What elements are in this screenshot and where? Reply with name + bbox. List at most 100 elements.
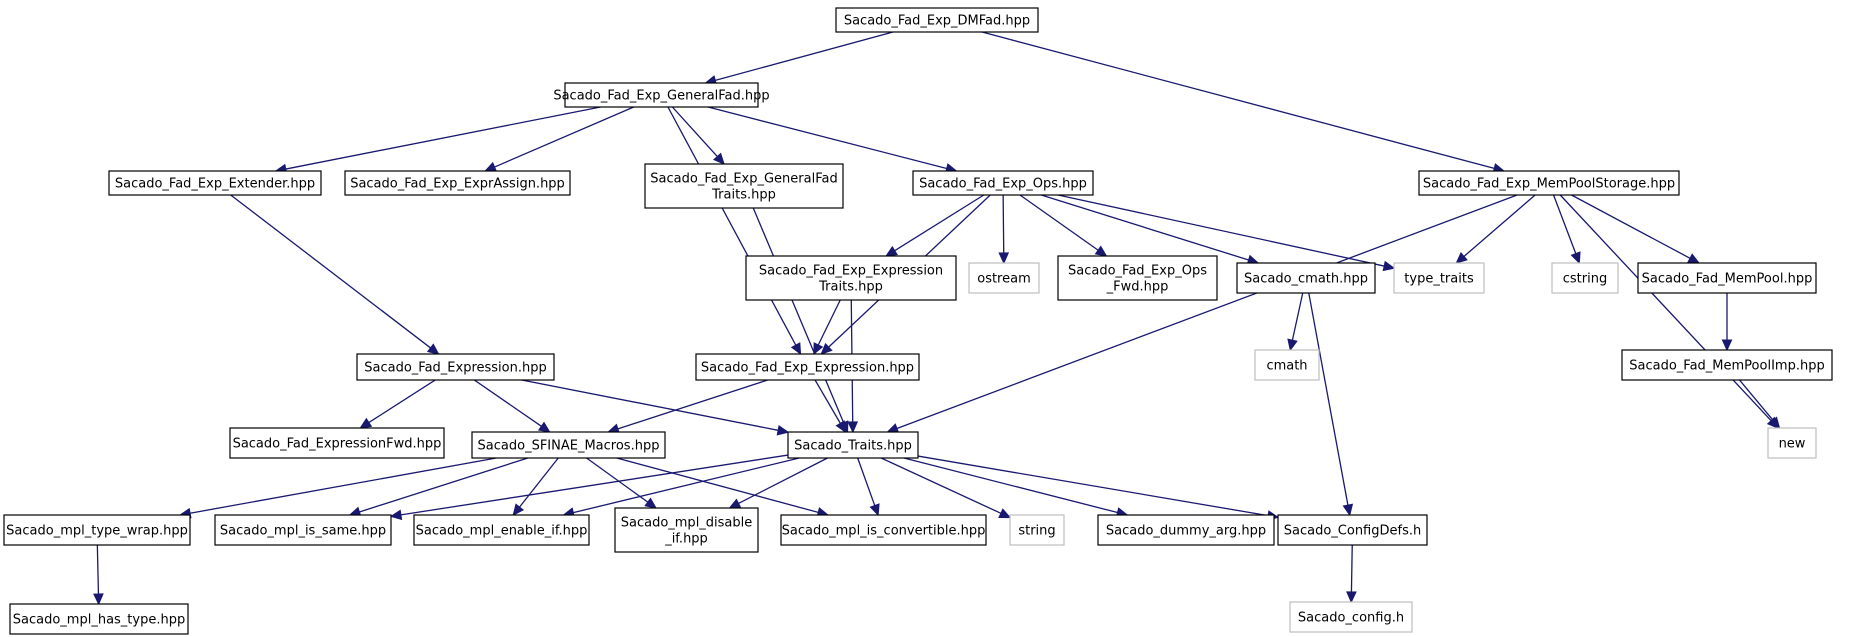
edge-mempoolstorage-to-new <box>1559 194 1772 422</box>
node-expexpression[interactable]: Sacado_Fad_Exp_Expression.hpp <box>695 353 920 381</box>
edge-generalfad-to-exprassign <box>494 106 634 168</box>
node-hastype[interactable]: Sacado_mpl_has_type.hpp <box>9 603 189 635</box>
node-issame[interactable]: Sacado_mpl_is_same.hpp <box>214 514 392 546</box>
node-label: Sacado_Traits.hpp <box>794 439 912 454</box>
node-box <box>471 431 666 459</box>
edge-arrowhead <box>359 417 373 429</box>
edge-ops-to-opsfwd <box>1019 194 1099 251</box>
node-label: type_traits <box>1404 272 1474 287</box>
node-sfinae[interactable]: Sacado_SFINAE_Macros.hpp <box>471 431 666 459</box>
node-generalfad[interactable]: Sacado_Fad_Exp_GeneralFad.hpp <box>553 82 770 108</box>
edge-generalfad-to-expexpression <box>667 106 797 346</box>
edge-arrowhead <box>869 503 880 517</box>
node-ops[interactable]: Sacado_Fad_Exp_Ops.hpp <box>912 170 1094 196</box>
node-box <box>1393 262 1485 294</box>
node-string: string <box>1009 514 1065 546</box>
node-isconvertible[interactable]: Sacado_mpl_is_convertible.hpp <box>780 514 987 546</box>
edge-arrowhead <box>1094 245 1108 257</box>
edge-traits-to-isconvertible <box>857 457 876 506</box>
node-new: new <box>1767 427 1817 459</box>
node-label: string <box>1018 524 1055 539</box>
edge-sfinae-to-typewrap <box>189 457 497 514</box>
node-disableif[interactable]: Sacado_mpl_disable_if.hpp <box>614 507 759 553</box>
node-box <box>695 353 920 381</box>
edge-expexpression-to-traits <box>814 379 841 424</box>
node-label: Sacado_mpl_is_same.hpp <box>220 524 386 539</box>
node-label: Sacado_Fad_Exp_GeneralFad.hpp <box>553 89 769 104</box>
edge-cmath_s-to-configdefs <box>1308 292 1349 506</box>
node-box <box>1767 427 1817 459</box>
node-label: Sacado_SFINAE_Macros.hpp <box>478 439 660 454</box>
node-box <box>356 353 555 381</box>
edge-mempoolstorage-to-traits <box>896 194 1518 430</box>
edge-sfinae-to-enableif <box>519 457 559 508</box>
node-traits[interactable]: Sacado_Traits.hpp <box>787 431 919 459</box>
node-exprfwd[interactable]: Sacado_Fad_ExpressionFwd.hpp <box>229 427 445 459</box>
node-box <box>564 82 759 108</box>
node-fadexpression[interactable]: Sacado_Fad_Expression.hpp <box>356 353 555 381</box>
edge-arrowhead <box>537 421 551 433</box>
node-mempoolimp[interactable]: Sacado_Fad_MemPoolImp.hpp <box>1621 349 1833 381</box>
node-configdefs[interactable]: Sacado_ConfigDefs.h <box>1277 514 1428 546</box>
node-box <box>745 255 957 301</box>
node-box <box>229 427 445 459</box>
node-typewrap[interactable]: Sacado_mpl_type_wrap.hpp <box>3 514 191 546</box>
edge-ops-to-exprtraits <box>894 194 985 252</box>
edge-arrowhead <box>998 508 1012 519</box>
edge-traits-to-enableif <box>573 457 800 514</box>
node-opsfwd[interactable]: Sacado_Fad_Exp_Ops_Fwd.hpp <box>1057 255 1218 301</box>
edge-arrowhead <box>728 498 742 509</box>
node-enableif[interactable]: Sacado_mpl_enable_if.hpp <box>413 514 590 546</box>
node-box <box>1637 262 1817 294</box>
node-box <box>413 514 590 546</box>
node-label: _Fwd.hpp <box>1106 280 1169 295</box>
node-label: Sacado_Fad_Exp_ExprAssign.hpp <box>350 177 565 192</box>
edge-arrowhead <box>484 161 498 172</box>
edge-ops-to-type_traits <box>1057 194 1385 267</box>
node-label: Traits.hpp <box>818 280 883 295</box>
edge-mempoolimp-to-new <box>1739 379 1774 421</box>
node-box <box>968 262 1040 294</box>
edge-arrowhead <box>1768 416 1781 430</box>
edge-ops-to-cmath_s <box>1041 194 1249 261</box>
edge-extender-to-fadexpression <box>230 194 431 349</box>
node-dmfad[interactable]: Sacado_Fad_Exp_DMFad.hpp <box>835 7 1039 33</box>
edge-arrowhead <box>1570 251 1581 265</box>
edge-dmfad-to-mempoolstorage <box>981 31 1495 170</box>
node-label: cstring <box>1563 272 1607 287</box>
node-mempool[interactable]: Sacado_Fad_MemPool.hpp <box>1637 262 1817 294</box>
edge-mempoolstorage-to-mempool <box>1571 194 1691 259</box>
node-ostream: ostream <box>968 262 1040 294</box>
node-type_traits: type_traits <box>1393 262 1485 294</box>
node-box <box>1009 514 1065 546</box>
node-label: Sacado_mpl_has_type.hpp <box>13 613 185 628</box>
node-exprassign[interactable]: Sacado_Fad_Exp_ExprAssign.hpp <box>344 170 571 196</box>
node-label: Sacado_Fad_Exp_GeneralFad <box>650 172 837 187</box>
edge-sfinae-to-issame <box>359 457 529 513</box>
node-box <box>835 7 1039 33</box>
edge-gftraits-to-traits <box>752 207 845 424</box>
node-label: Sacado_Fad_MemPoolImp.hpp <box>1629 359 1824 374</box>
edge-arrowhead <box>1687 253 1701 264</box>
node-extender[interactable]: Sacado_Fad_Exp_Extender.hpp <box>108 170 322 196</box>
node-box <box>9 603 189 635</box>
node-mempoolstorage[interactable]: Sacado_Fad_Exp_MemPoolStorage.hpp <box>1418 170 1680 196</box>
node-box <box>912 170 1094 196</box>
node-label: Sacado_Fad_Exp_Extender.hpp <box>115 177 315 192</box>
node-box <box>108 170 322 196</box>
node-label: Traits.hpp <box>711 188 776 203</box>
node-dummyarg[interactable]: Sacado_dummy_arg.hpp <box>1097 514 1275 546</box>
node-label: Sacado_Fad_Exp_DMFad.hpp <box>844 14 1030 29</box>
edge-traits-to-issame <box>400 454 789 516</box>
node-label: Sacado_Fad_Exp_Expression.hpp <box>701 361 914 376</box>
edge-traits-to-configdefs <box>917 455 1269 517</box>
node-cmath_s[interactable]: Sacado_cmath.hpp <box>1236 262 1376 294</box>
node-box <box>780 514 987 546</box>
node-label: new <box>1779 437 1806 452</box>
node-box <box>787 431 919 459</box>
node-label: cmath <box>1266 359 1307 374</box>
node-box <box>3 514 191 546</box>
edge-arrowhead <box>1455 252 1468 264</box>
